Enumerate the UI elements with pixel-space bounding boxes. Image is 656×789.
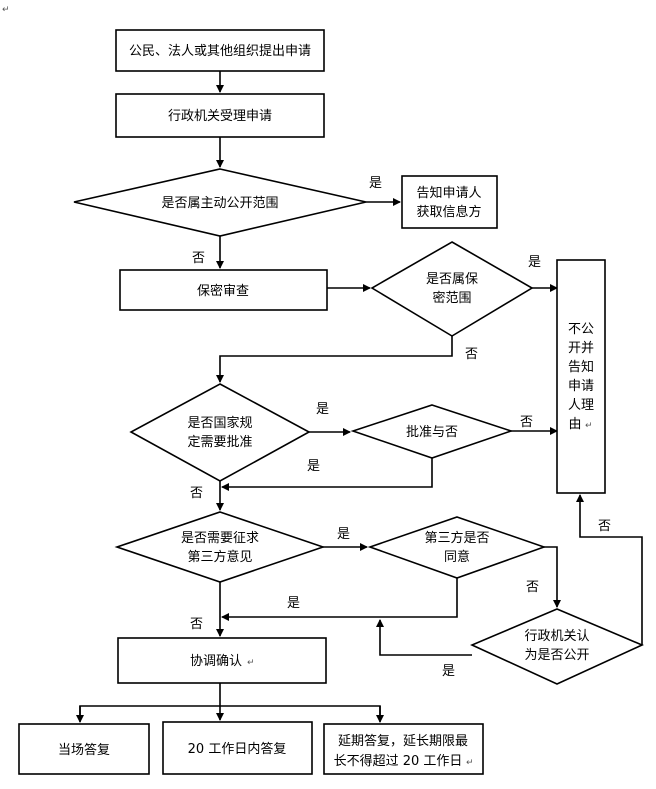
edge-label-approval-no: 否 xyxy=(190,486,203,501)
node-accept: 行政机关受理申请 xyxy=(115,93,325,138)
node-apply-line-1: 公民、法人或其他组织提出申请 xyxy=(129,43,311,59)
decision-third-party: 是否需要征求 第三方意见 xyxy=(114,511,326,583)
node-refuse-line-2: 开并 xyxy=(568,341,594,356)
edge-label-active-no: 否 xyxy=(192,251,205,266)
node-refuse-line-4: 申请 xyxy=(568,379,594,394)
decision-state-approval-line-2: 定需要批准 xyxy=(187,435,252,450)
corner-mark: ↵ xyxy=(2,5,10,15)
decision-secret-scope-line-1: 是否属保 xyxy=(426,272,478,287)
node-reply-20-days: 20 工作日内答复 xyxy=(162,721,313,775)
decision-secret-scope: 是否属保 密范围 xyxy=(370,241,534,337)
edge-label-active-yes: 是 xyxy=(369,176,382,191)
node-refuse-line-6: 由 xyxy=(568,417,581,432)
node-coordinate: 协调确认 ↵ xyxy=(117,637,327,684)
node-reply-extended-line-1: 延期答复，延长期限最 xyxy=(338,733,468,749)
edge-labels: 是 否 是 否 是 否 是 否 是 否 否 是 否 是 xyxy=(190,176,611,679)
connectors xyxy=(76,71,643,723)
node-reply-extended-line-2: 长不得超过 20 工作日 xyxy=(334,753,463,769)
node-accept-line-1: 行政机关受理申请 xyxy=(168,109,272,124)
node-reply-extended-return-mark: ↵ xyxy=(466,758,474,768)
decision-admin-disclose-line-2: 为是否公开 xyxy=(524,648,589,663)
decision-state-approval-line-1: 是否国家规 xyxy=(187,415,252,431)
decision-approve: 批准与否 xyxy=(350,404,514,459)
node-inform: 告知申请人 获取信息方 xyxy=(401,175,498,229)
node-refuse-return-mark: ↵ xyxy=(585,421,593,431)
decision-approve-line-1: 批准与否 xyxy=(406,425,458,440)
node-inform-line-1: 告知申请人 xyxy=(416,185,481,201)
node-refuse-line-3: 告知 xyxy=(568,359,594,375)
node-inform-line-2: 获取信息方 xyxy=(416,204,481,220)
edge-label-agree-no: 否 xyxy=(526,580,539,595)
decision-third-party-agree-line-2: 同意 xyxy=(444,549,470,565)
node-reply-extended: 延期答复，延长期限最 长不得超过 20 工作日 ↵ xyxy=(323,723,484,775)
node-refuse-line-1: 不公 xyxy=(568,322,594,337)
decision-third-party-agree: 第三方是否 同意 xyxy=(367,516,547,579)
node-reply-immediate: 当场答复 xyxy=(18,723,150,775)
node-coordinate-line-1: 协调确认 xyxy=(190,654,242,669)
node-apply: 公民、法人或其他组织提出申请 xyxy=(115,29,325,72)
edge-label-secret-no: 否 xyxy=(465,347,478,362)
edge-label-approval-yes: 是 xyxy=(316,402,329,417)
node-coordinate-return-mark: ↵ xyxy=(247,658,255,668)
node-secrecy-review-line-1: 保密审查 xyxy=(197,283,249,299)
edge-label-approve-no: 否 xyxy=(520,415,533,430)
node-refuse-line-5: 人理 xyxy=(568,398,594,413)
decision-active-disclosure: 是否属主动公开范围 xyxy=(73,168,367,237)
edge-label-admin-yes: 是 xyxy=(442,664,455,679)
edge-label-third-party-no: 否 xyxy=(190,617,203,632)
decision-state-approval: 是否国家规 定需要批准 xyxy=(129,383,311,482)
decision-secret-scope-line-2: 密范围 xyxy=(432,290,471,306)
edge-label-approve-yes: 是 xyxy=(307,459,320,474)
node-reply-immediate-line-1: 当场答复 xyxy=(58,742,110,758)
decision-third-party-line-2: 第三方意见 xyxy=(187,549,252,565)
edge-label-admin-no: 否 xyxy=(598,519,611,534)
decision-admin-disclose: 行政机关认 为是否公开 xyxy=(470,608,644,685)
node-secrecy-review: 保密审查 xyxy=(119,269,328,311)
edge-label-secret-yes: 是 xyxy=(528,255,541,270)
edge-label-agree-yes: 是 xyxy=(287,596,300,611)
decision-active-disclosure-line-1: 是否属主动公开范围 xyxy=(161,196,278,211)
decision-third-party-agree-line-1: 第三方是否 xyxy=(424,530,489,546)
decision-admin-disclose-line-1: 行政机关认 xyxy=(524,629,589,644)
edge-label-third-party-yes: 是 xyxy=(337,527,350,542)
decision-third-party-line-1: 是否需要征求 xyxy=(181,531,259,546)
node-reply-20-days-line-1: 20 工作日内答复 xyxy=(188,741,287,757)
node-refuse-disclosure: 不公 开并 告知 申请 人理 由 ↵ xyxy=(556,259,606,494)
